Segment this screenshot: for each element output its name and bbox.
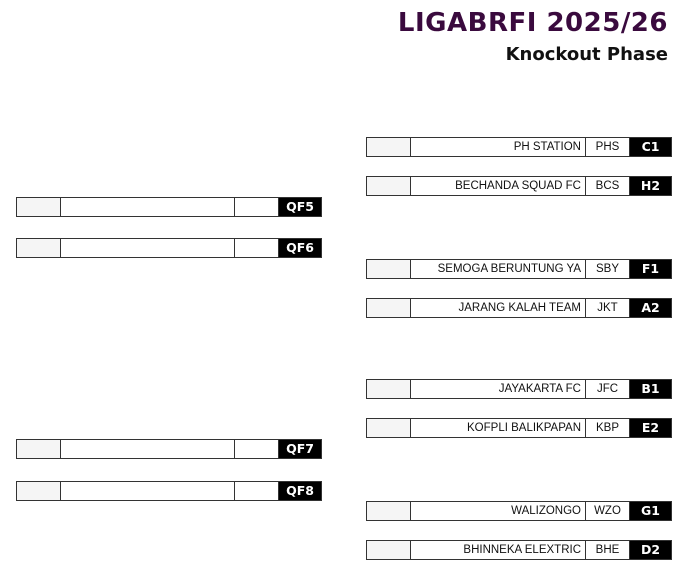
team-name: BECHANDA SQUAD FC: [411, 177, 586, 195]
team-abbr: [235, 482, 279, 500]
match-slot: BHINNEKA ELEXTRIC BHE D2: [366, 540, 672, 560]
team-abbr: SBY: [586, 260, 630, 278]
team-name: [61, 198, 235, 216]
team-name: SEMOGA BERUNTUNG YA: [411, 260, 586, 278]
team-name: JARANG KALAH TEAM: [411, 299, 586, 317]
score-cell: [367, 419, 411, 437]
team-abbr: PHS: [586, 138, 630, 156]
page-title: LIGABRFI 2025/26: [397, 8, 668, 38]
score-cell: [17, 198, 61, 216]
score-cell: [367, 502, 411, 520]
seed-badge: QF6: [279, 239, 321, 257]
team-abbr: [235, 440, 279, 458]
team-name: [61, 482, 235, 500]
seed-badge: H2: [630, 177, 671, 195]
quarterfinal-slot: QF6: [16, 238, 322, 258]
seed-badge: B1: [630, 380, 671, 398]
team-name: PH STATION: [411, 138, 586, 156]
score-cell: [367, 541, 411, 559]
team-name: KOFPLI BALIKPAPAN: [411, 419, 586, 437]
score-cell: [17, 482, 61, 500]
score-cell: [17, 239, 61, 257]
score-cell: [367, 260, 411, 278]
team-abbr: [235, 198, 279, 216]
team-abbr: KBP: [586, 419, 630, 437]
seed-badge: E2: [630, 419, 671, 437]
match-slot: JARANG KALAH TEAM JKT A2: [366, 298, 672, 318]
team-name: [61, 440, 235, 458]
seed-badge: A2: [630, 299, 671, 317]
match-slot: SEMOGA BERUNTUNG YA SBY F1: [366, 259, 672, 279]
match-slot: WALIZONGO WZO G1: [366, 501, 672, 521]
score-cell: [17, 440, 61, 458]
team-abbr: JKT: [586, 299, 630, 317]
team-abbr: BHE: [586, 541, 630, 559]
match-slot: JAYAKARTA FC JFC B1: [366, 379, 672, 399]
seed-badge: D2: [630, 541, 671, 559]
quarterfinal-slot: QF8: [16, 481, 322, 501]
match-slot: PH STATION PHS C1: [366, 137, 672, 157]
score-cell: [367, 299, 411, 317]
page-subtitle: Knockout Phase: [505, 44, 668, 65]
score-cell: [367, 138, 411, 156]
team-abbr: [235, 239, 279, 257]
team-name: BHINNEKA ELEXTRIC: [411, 541, 586, 559]
quarterfinal-slot: QF5: [16, 197, 322, 217]
team-abbr: WZO: [586, 502, 630, 520]
team-name: [61, 239, 235, 257]
seed-badge: F1: [630, 260, 671, 278]
seed-badge: G1: [630, 502, 671, 520]
match-slot: KOFPLI BALIKPAPAN KBP E2: [366, 418, 672, 438]
seed-badge: C1: [630, 138, 671, 156]
team-name: JAYAKARTA FC: [411, 380, 586, 398]
team-name: WALIZONGO: [411, 502, 586, 520]
seed-badge: QF5: [279, 198, 321, 216]
team-abbr: JFC: [586, 380, 630, 398]
seed-badge: QF7: [279, 440, 321, 458]
score-cell: [367, 380, 411, 398]
score-cell: [367, 177, 411, 195]
match-slot: BECHANDA SQUAD FC BCS H2: [366, 176, 672, 196]
team-abbr: BCS: [586, 177, 630, 195]
seed-badge: QF8: [279, 482, 321, 500]
quarterfinal-slot: QF7: [16, 439, 322, 459]
